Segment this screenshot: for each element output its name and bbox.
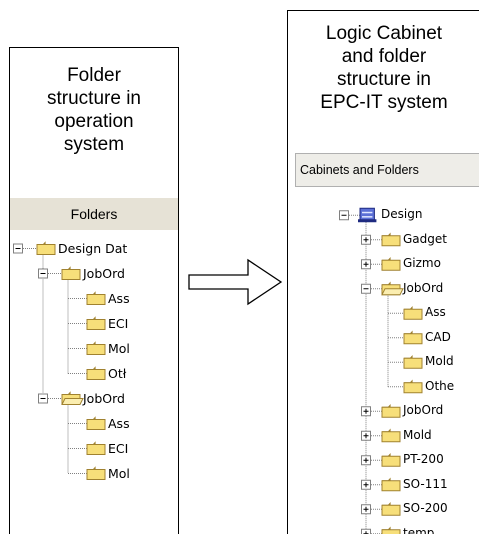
os-panel-caption: Folder structure in operation system [47, 65, 141, 155]
tree-item-label[interactable]: Mold [425, 354, 454, 369]
tree-item-label[interactable]: Ass [108, 415, 130, 431]
tree-item-label[interactable]: Ass [425, 305, 446, 320]
folder-icon [381, 526, 401, 534]
expand-plus-icon[interactable] [361, 406, 371, 417]
folder-icon [381, 477, 401, 492]
open-folder-icon [61, 391, 84, 405]
tree-item-label[interactable]: JobOrd [403, 280, 444, 295]
tree-item-label[interactable]: CAD [425, 329, 451, 344]
folder-icon [86, 441, 106, 455]
right-arrow-icon [188, 258, 284, 311]
folder-icon [403, 305, 423, 320]
folder-icon [86, 316, 106, 330]
folder-icon [36, 241, 56, 255]
folder-icon [403, 354, 423, 369]
folder-icon [381, 256, 401, 271]
tree-item-label[interactable]: Ass [108, 290, 130, 306]
collapse-minus-icon[interactable] [13, 243, 23, 254]
folder-icon [86, 366, 106, 380]
tree-item-label[interactable]: Gizmo [403, 256, 441, 271]
folder-icon [381, 452, 401, 467]
tree-item-label[interactable]: PT-200 [403, 452, 444, 467]
expand-plus-icon[interactable] [361, 479, 371, 490]
open-folder-icon [381, 281, 404, 296]
epc-panel-caption: Logic Cabinet and folder structure in EP… [320, 23, 448, 113]
folder-icon [381, 428, 401, 443]
tree-item-label[interactable]: ECI [108, 440, 129, 456]
expand-plus-icon[interactable] [361, 430, 371, 441]
cabinets-and-folders-header[interactable]: Cabinets and Folders [295, 153, 479, 187]
tree-item-label[interactable]: JobOrd [83, 265, 125, 281]
folder-icon [381, 403, 401, 418]
tree-item-label[interactable]: Gadget [403, 231, 447, 246]
collapse-minus-icon[interactable] [38, 268, 48, 279]
tree-item-label[interactable]: Otł [108, 365, 127, 381]
tree-item-label[interactable]: Mold [403, 427, 432, 442]
folders-header[interactable]: Folders [10, 198, 178, 230]
tree-item-label[interactable]: Mol [108, 465, 130, 481]
expand-plus-icon[interactable] [361, 259, 371, 270]
epc-tree-lines [339, 207, 423, 534]
tree-item-label[interactable]: JobOrd [83, 390, 125, 406]
folder-icon [86, 291, 106, 305]
tree-item-label[interactable]: Othe [425, 378, 455, 393]
os-tree-lines [13, 241, 106, 480]
os-folder-structure-panel: Folder structure in operation system Fol… [9, 47, 179, 534]
folder-icon [61, 266, 81, 280]
tree-item-label[interactable]: Design Dat [58, 240, 128, 256]
folder-icon [86, 466, 106, 480]
expand-plus-icon[interactable] [361, 455, 371, 466]
tree-item-label[interactable]: Design [381, 207, 423, 222]
tree-item-label[interactable]: JobOrd [403, 403, 444, 418]
folder-icon [403, 330, 423, 345]
cabinet-icon [358, 207, 377, 223]
epc-it-cabinet-panel: Logic Cabinet and folder structure in EP… [287, 10, 479, 534]
tree-item-label[interactable]: temp [403, 525, 435, 534]
expand-plus-icon[interactable] [361, 504, 371, 515]
tree-item-label[interactable]: Mol [108, 340, 130, 356]
tree-item-label[interactable]: SO-200 [403, 501, 448, 516]
tree-item-label[interactable]: SO-111 [403, 476, 448, 491]
expand-plus-icon[interactable] [361, 234, 371, 245]
folder-icon [86, 341, 106, 355]
folder-icon [381, 232, 401, 247]
folder-icon [381, 501, 401, 516]
collapse-minus-icon[interactable] [361, 283, 371, 294]
expand-plus-icon[interactable] [361, 528, 371, 534]
collapse-minus-icon[interactable] [339, 210, 349, 221]
collapse-minus-icon[interactable] [38, 393, 48, 404]
tree-item-label[interactable]: ECI [108, 315, 129, 331]
folder-icon [86, 416, 106, 430]
folder-icon [403, 379, 423, 394]
